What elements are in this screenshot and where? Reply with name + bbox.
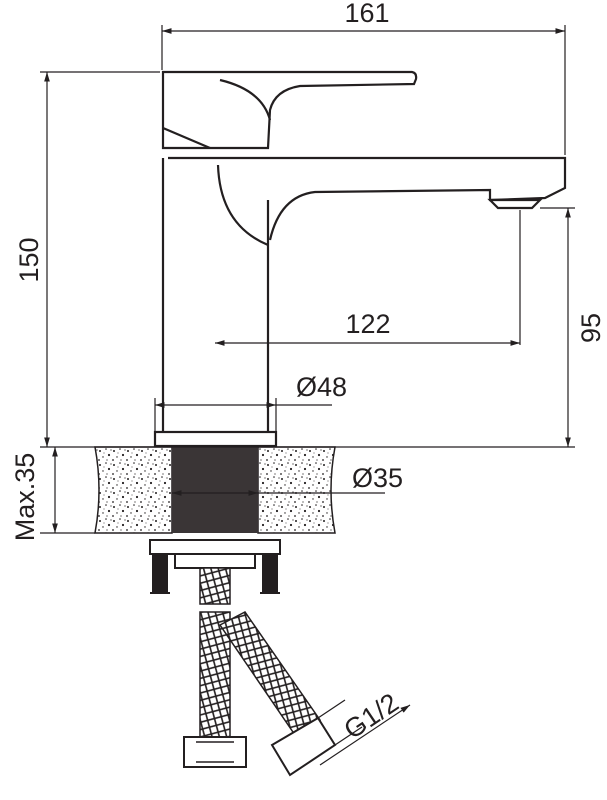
dim-base-diameter: Ø48 — [296, 372, 347, 402]
dim-max-counter-thickness: Max.35 — [10, 453, 40, 542]
dim-spout-reach: 122 — [345, 309, 390, 339]
dim-spout-height: 95 — [576, 313, 606, 343]
dim-overall-length: 161 — [344, 0, 389, 28]
dim-hole-diameter: Ø35 — [352, 463, 403, 493]
countertop-section — [40, 446, 575, 534]
dim-connection-thread: G1/2 — [339, 687, 404, 745]
dimension-lines — [40, 25, 575, 766]
flexible-hoses — [183, 567, 337, 777]
dim-overall-height: 150 — [14, 237, 44, 282]
faucet-body — [153, 70, 567, 448]
